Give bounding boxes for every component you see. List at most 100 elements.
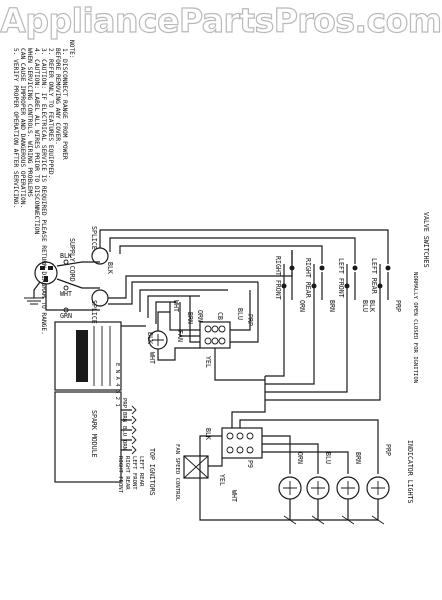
notes-heading: NOTE: (68, 40, 75, 59)
note-line-4: 3. CAUTION: IF ELECTRICAL SERVICE IS REQ… (40, 48, 47, 335)
indicator-light-filament (341, 481, 355, 495)
indicator-light-filament (283, 481, 297, 495)
splice-bottom-label: SPLICE (90, 300, 98, 324)
spark-module-label: SPARK MODULE (90, 410, 98, 458)
note-line-1: 1. DISCONNECT RANGE FROM POWER (61, 48, 68, 160)
pin (236, 432, 244, 440)
switch-right-front-contact (289, 265, 295, 271)
pin (226, 446, 234, 454)
ground-lead (33, 281, 41, 298)
spark-module: E N A 4 3 2 1 SPARK MODULE (54, 321, 146, 483)
valve-switches-title: VALVE SWITCHES (422, 212, 430, 268)
terminal-wht (63, 285, 69, 291)
bus-wire-3 (119, 245, 323, 254)
note-line-8: 5. VERIFY PROPER OPERATION AFTER SERVICI… (12, 48, 19, 208)
pin (226, 432, 234, 440)
terminal-strip-body (54, 321, 122, 391)
indicator-lights-label: INDICATOR LIGHTS (406, 440, 414, 504)
pin (218, 325, 226, 333)
ignitor-arrows (131, 405, 137, 455)
label-prp: PRP (246, 314, 254, 326)
switch-right-rear: LEFT FRONT BLU (337, 250, 369, 312)
fan-speed-lead (208, 458, 223, 467)
note-line-3: 2. REFER ONLY TO FEATURES EQUIPPED. (47, 48, 54, 178)
switch-left-rear-wire-label: PRP (394, 300, 402, 312)
label-brn: BRN (186, 312, 194, 324)
ind-blu-label: BLU (324, 452, 332, 464)
grn-ground-wire (45, 284, 100, 311)
switch-left-rear: LEFT REAR PRP (370, 250, 402, 312)
fan-label: FAN (176, 330, 184, 342)
fan: FAN WHT (148, 311, 200, 364)
indicator-return (230, 499, 379, 521)
indicator-light-filament (311, 481, 325, 495)
ind-wire-orn (262, 435, 291, 474)
supply-cord-label: SUPPLY CORD (68, 238, 76, 282)
switch-right-rear-contact (352, 265, 358, 271)
note-line-5: 4. CAUTION: LABEL ALL WIRES PRIOR TO DIS… (33, 48, 40, 235)
ignitor-right-rear: RIGHT REAR (124, 456, 130, 490)
harness-wire-brn (230, 290, 251, 331)
valve-switches: VALVE SWITCHES NORMALLY OPEN CLOSED FOR … (265, 212, 430, 401)
notes-block: NOTE: 1. DISCONNECT RANGE FROM POWER BEF… (12, 40, 75, 335)
switch-left-front-wire-label: BRN (328, 300, 336, 312)
switch-left-front-label: LEFT FRONT (337, 258, 345, 298)
ind-feed-wire (231, 376, 266, 428)
ignitor-leads (121, 409, 132, 451)
watermark-text: AppliancePartsPros.com (0, 2, 441, 40)
terminal-grn (63, 307, 69, 313)
fan-speed-control-body (183, 455, 209, 479)
grn-label: GRN (60, 312, 72, 320)
ignitor-right-front: RIGHT FRONT (117, 456, 123, 494)
bus-wire-2 (109, 237, 356, 252)
switch-return-1 (265, 300, 381, 401)
harness: ORN BRN BLU PRP CB WHT BLK (146, 282, 259, 344)
ignitor-orn: ORN (121, 440, 127, 450)
watermark: AppliancePartsPros.com (0, 2, 442, 41)
harness-wire-blk (230, 282, 259, 343)
top-ignitors-title: TOP IGNITORS (148, 448, 156, 496)
ind-brn-label: BRN (354, 452, 362, 464)
terminal-block-dark (76, 330, 88, 382)
bus-wire-7 (147, 295, 200, 318)
plug-prong-2 (48, 266, 53, 270)
label-blu: BLU (236, 308, 244, 320)
fan-speed-control-label: FAN SPEED CONTROL (174, 444, 180, 502)
label-yel-upper: YEL (204, 356, 212, 368)
switch-left-front-contact (319, 265, 325, 271)
pin (246, 446, 254, 454)
fan-speed-control-x (183, 455, 209, 479)
label-wht: WHT (172, 300, 180, 312)
bus-wire-4 (108, 250, 293, 299)
ind-wire-blu (262, 443, 319, 474)
connector-block-upper: YEL (199, 321, 265, 381)
supply-cord: SUPPLY CORD BLK WHT GRN (24, 238, 100, 320)
label-orn: ORN (196, 310, 204, 322)
switch-right-rear-contact-b (344, 283, 350, 289)
switch-right-front-label: RIGHT FRONT (274, 256, 282, 300)
label-cb: CB (216, 312, 224, 320)
switch-right-rear-wire-label: BLU (361, 300, 369, 312)
fan-blades (152, 334, 164, 346)
pin (218, 337, 226, 345)
ignitor-blu: BLU (121, 426, 127, 436)
bus-wire-5 (108, 281, 258, 305)
switch-return-3 (265, 300, 315, 385)
note-line-7: CAN CAUSE IMPROPER AND DANGEROUS OPERATI… (19, 48, 26, 208)
pin (204, 337, 212, 345)
ground-symbol (24, 297, 44, 305)
label-blk-harness: BLK (146, 332, 154, 344)
switch-left-front: RIGHT REAR BRN (304, 250, 336, 312)
ind-wire-prp (239, 419, 379, 474)
pin (211, 325, 219, 333)
bus-wire-1 (99, 229, 389, 250)
ignitor-left-rear: LEFT REAR (138, 456, 144, 487)
harness-wire-orn (189, 296, 200, 343)
switch-left-front-contact-b (311, 283, 317, 289)
pin (236, 446, 244, 454)
ind-prp-label: PRP (384, 444, 392, 456)
ind-orn-label: ORN (296, 452, 304, 464)
blk-switch-label: BLK (368, 300, 376, 312)
p9-label: P9 (246, 460, 254, 468)
